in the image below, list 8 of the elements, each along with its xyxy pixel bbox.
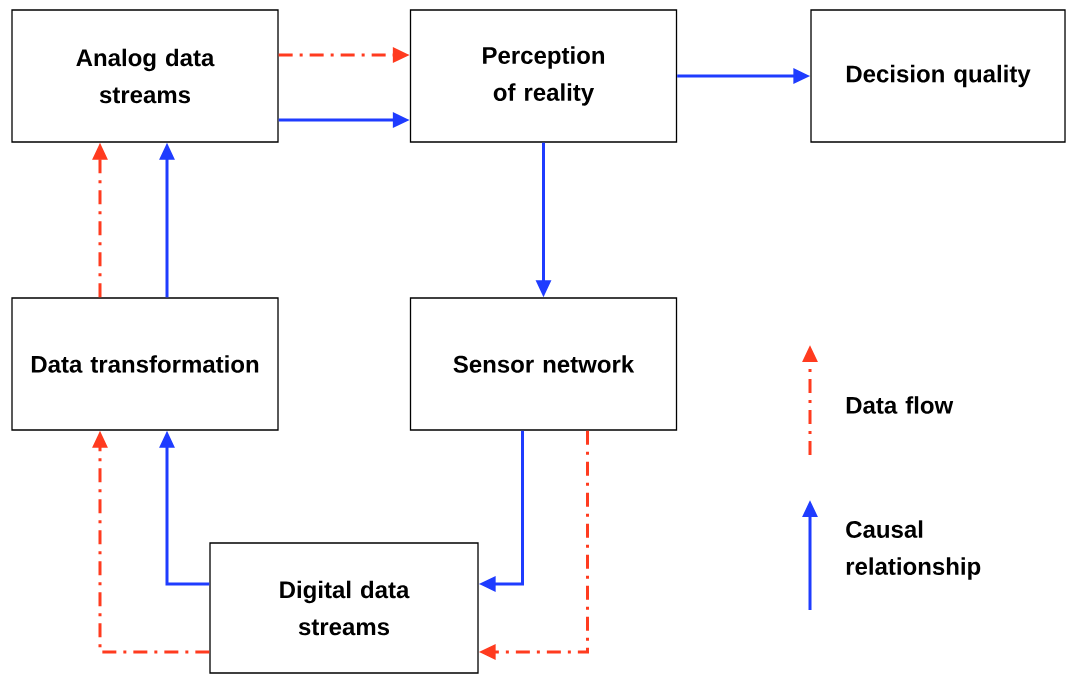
process-box: Perception of reality <box>409 9 678 143</box>
process-box: Sensor network <box>409 297 678 431</box>
process-box: Analog data streams <box>11 9 279 143</box>
process-box: Data transformation <box>11 297 279 431</box>
process-box: Digital data streams <box>209 542 479 674</box>
process-box: Decision quality <box>810 9 1066 143</box>
legend-label: Causal relationship <box>846 520 981 580</box>
legend-label: Data flow <box>846 396 954 414</box>
